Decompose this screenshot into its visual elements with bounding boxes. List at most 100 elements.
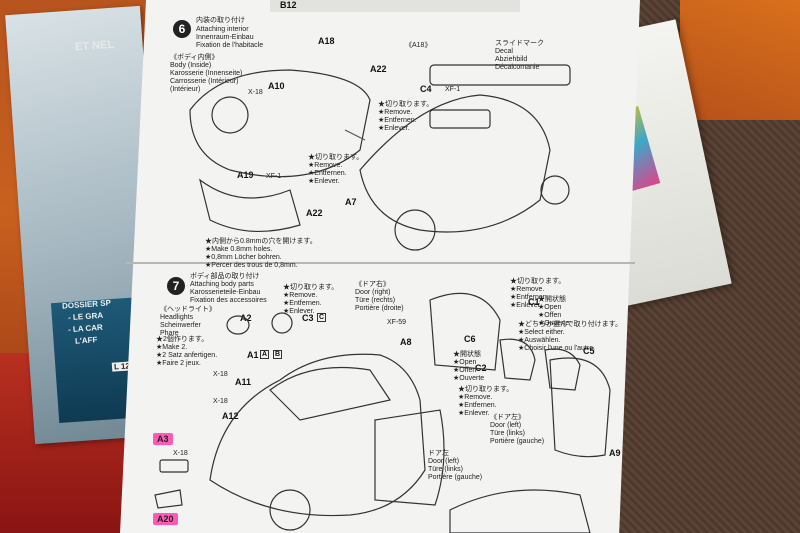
door-right-label: Portière (droite)	[355, 305, 404, 312]
open-note: ★Open	[453, 359, 477, 366]
open-note: ★Ouverte	[538, 320, 570, 327]
part-label: A22	[306, 208, 323, 218]
part-label: C3	[302, 313, 314, 323]
part-label: A19	[237, 170, 254, 180]
part-label: X-18	[173, 450, 188, 457]
hole-note: ★0,8mm Löcher bohren.	[205, 254, 282, 261]
a18-title: 《A18》	[405, 42, 432, 49]
cut-note: ★Entfernen.	[510, 294, 549, 301]
part-label: A1	[247, 350, 259, 360]
make-two-note: ★Make 2.	[156, 344, 188, 351]
headlights-label: Phare	[160, 330, 179, 337]
step7-drawing	[154, 292, 611, 533]
part-label: C1	[528, 297, 540, 307]
step6-title-de: Innenraum-Einbau	[196, 34, 254, 41]
decal-note: Décalcomanie	[495, 64, 540, 71]
door-right-label: Door (right)	[355, 289, 391, 296]
part-label: B12	[280, 0, 297, 10]
part-label: XF-59	[387, 319, 407, 326]
step7-title-jp: ボディ部品の取り付け	[190, 273, 260, 280]
step7-title-de: Karosserieteile-Einbau	[190, 289, 261, 296]
door-left-label: 《ドア左》	[490, 414, 525, 421]
step6-title-en: Attaching interior	[196, 26, 249, 33]
part-label: A7	[345, 197, 357, 207]
step6-body-de: Karosserie (Innenseite)	[170, 70, 243, 77]
door-left-small: Portière (gauche)	[428, 474, 483, 481]
part-label: A22	[370, 64, 387, 74]
door-left-small: Türe (links)	[428, 466, 464, 473]
select-note: ★どちらか選んで取り付けます。	[518, 321, 622, 328]
cut-note: ★Remove.	[308, 162, 343, 169]
cut-note: ★Remove.	[510, 286, 545, 293]
step6-title-jp: 内装の取り付け	[196, 17, 245, 24]
manual-top-strip	[270, 0, 520, 12]
cut-note: ★Enlever.	[510, 302, 542, 309]
select-note: ★Auswählen.	[518, 337, 561, 344]
part-label: A11	[235, 377, 252, 387]
part-label: X-18	[248, 89, 263, 96]
cut-note: ★Remove.	[458, 394, 493, 401]
part-label: A10	[268, 81, 285, 91]
part-label: B	[273, 350, 283, 359]
headlights-label: Scheinwerfer	[160, 322, 201, 329]
open-note: ★Open	[538, 304, 562, 311]
open-note: ★Ouverte	[453, 375, 485, 382]
cut-note: ★Remove.	[378, 109, 413, 116]
cut-note: ★Enlever.	[378, 125, 410, 132]
part-label: C2	[475, 363, 487, 373]
cut-note: ★Entfernen.	[378, 117, 417, 124]
page-fold	[125, 262, 635, 264]
cut-note: ★切り取ります。	[378, 101, 434, 108]
open-note: ★Offen	[538, 312, 562, 319]
cut-note: ★Enlever.	[458, 410, 490, 417]
step6-body-fr: Carrosserie (Intérieur)	[170, 78, 239, 85]
step6-title-fr: Fixation de l'habitacle	[196, 42, 264, 49]
door-left-label: Portière (gauche)	[490, 438, 545, 445]
part-label: XF-1	[445, 86, 461, 93]
step6-body-fr-2: (Intérieur)	[170, 86, 201, 93]
open-note: ★開状態	[453, 351, 481, 358]
part-label: A9	[609, 448, 621, 458]
headlights-label: Headlights	[160, 314, 194, 321]
magazine-text: L'AFF	[74, 335, 98, 346]
part-label: C	[317, 313, 327, 322]
cut-note: ★切り取ります。	[283, 284, 339, 291]
step-number-6: 6	[173, 20, 191, 38]
select-note: ★Select either.	[518, 329, 565, 336]
orange-corner	[680, 0, 800, 120]
cut-note: ★Entfernen.	[283, 300, 322, 307]
cut-note: ★Enlever.	[283, 308, 315, 315]
door-left-small: ドア左	[428, 450, 449, 457]
make-two-note: ★Faire 2 jeux.	[156, 360, 201, 367]
cut-note: ★切り取ります。	[458, 386, 514, 393]
make-two-note: ★2個作ります。	[156, 336, 209, 343]
door-right-label: Türe (rechts)	[355, 297, 396, 304]
part-label: A	[260, 350, 270, 359]
door-left-label: Türe (links)	[490, 430, 526, 437]
part-label: C4	[420, 84, 432, 94]
pink-marker-label: A20	[153, 513, 178, 525]
decal-note: Decal	[495, 48, 513, 55]
part-label: A12	[222, 411, 239, 421]
door-right-label: 《ドア右》	[355, 281, 390, 288]
cut-note: ★Enlever.	[308, 178, 340, 185]
step6-body-en: Body (Inside)	[170, 62, 212, 69]
part-label: C5	[583, 346, 595, 356]
part-label: A18	[318, 36, 335, 46]
step7-title-en: Attaching body parts	[190, 281, 254, 288]
cut-note: ★Entfernen.	[308, 170, 347, 177]
part-label: X-18	[213, 371, 228, 378]
step6-drawing	[189, 64, 571, 251]
cut-note: ★切り取ります。	[510, 278, 566, 285]
pink-marker-label: A3	[153, 433, 173, 445]
hole-note: ★内側から0.8mmの穴を開けます。	[205, 238, 317, 245]
door-left-small: Door (left)	[428, 458, 460, 465]
hole-note: ★Make 0.8mm holes.	[205, 246, 273, 253]
decal-note: スライドマーク	[495, 40, 544, 47]
step7-title-fr: Fixation des accessoires	[190, 297, 267, 304]
open-note: ★開状態	[538, 296, 566, 303]
hole-note: ★Percer des trous de 0,8mm.	[205, 262, 298, 269]
door-left-label: Door (left)	[490, 422, 522, 429]
cut-note: ★Remove.	[283, 292, 318, 299]
